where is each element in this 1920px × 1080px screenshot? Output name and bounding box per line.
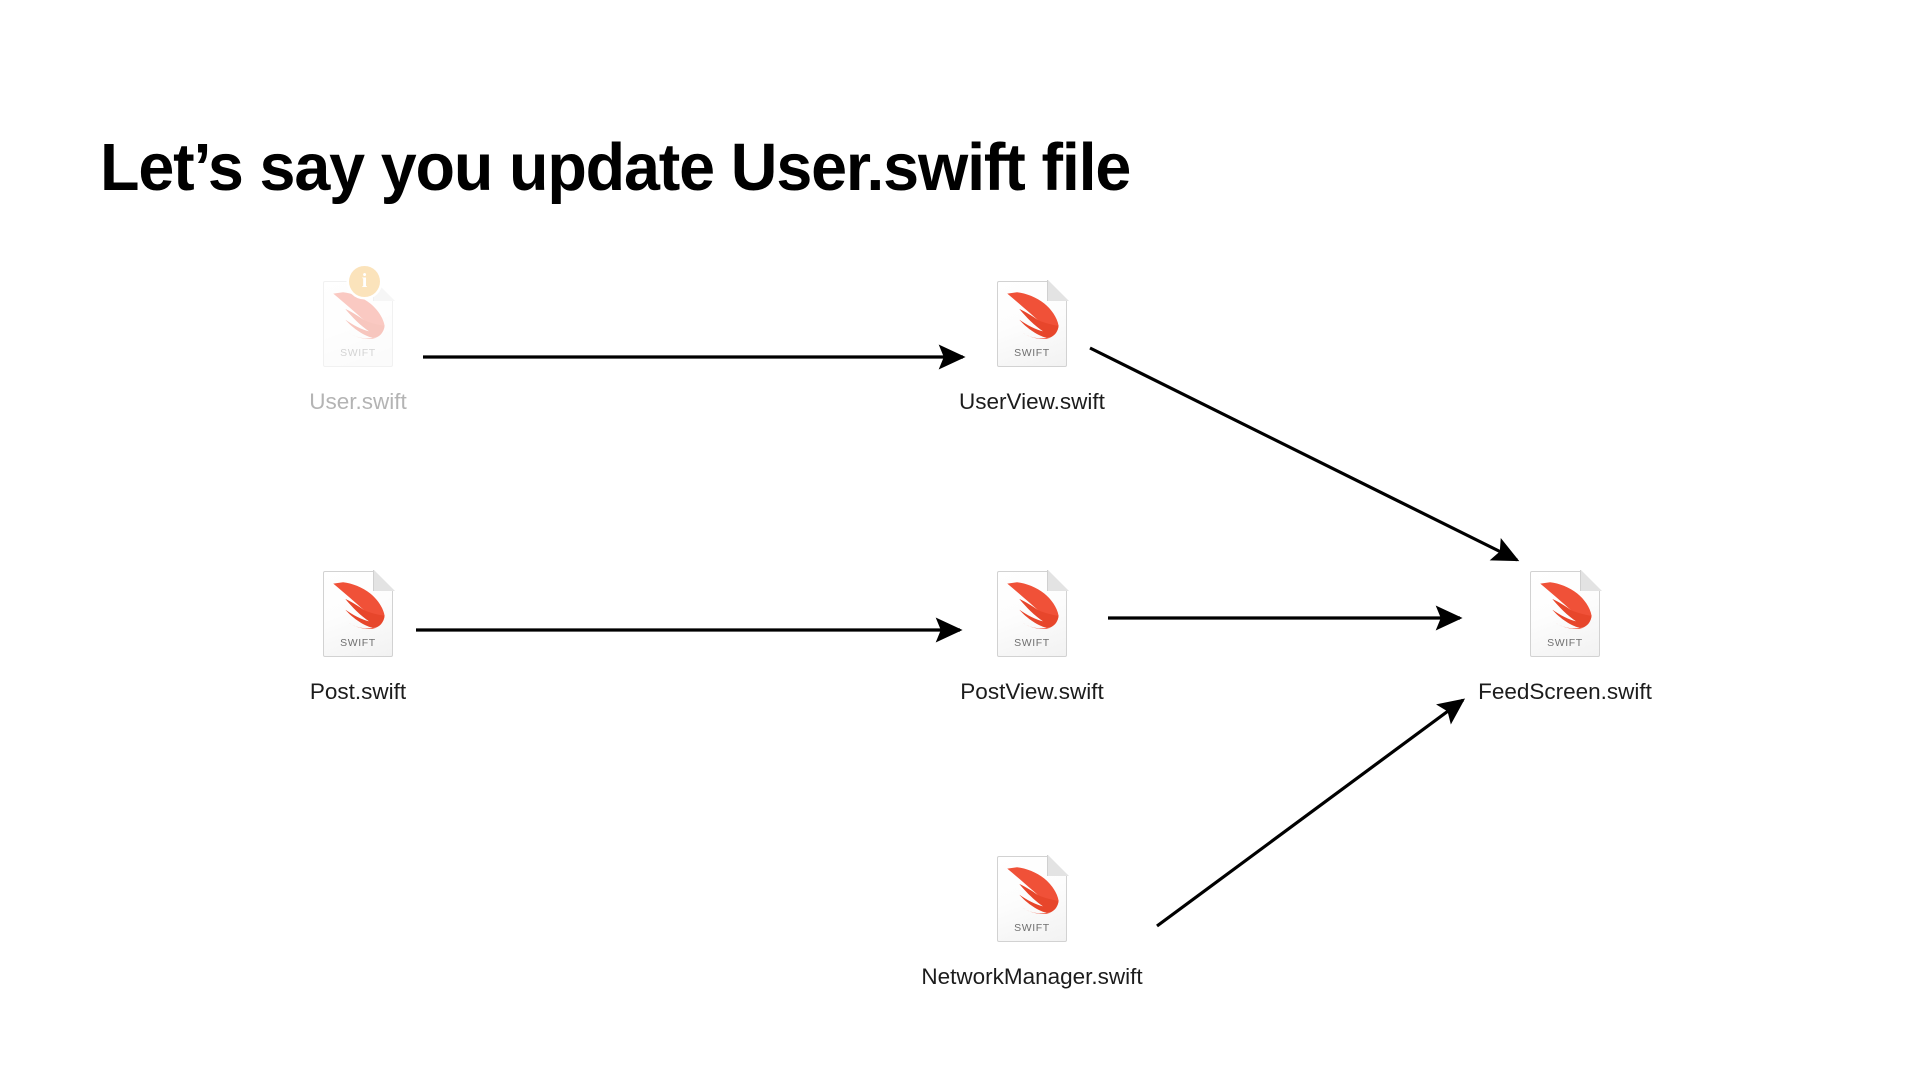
swift-file-type-label: SWIFT	[1014, 637, 1050, 649]
file-node-userview[interactable]: SWIFT UserView.swift	[917, 280, 1147, 415]
swift-bird-icon	[330, 291, 386, 341]
swift-file-type-label: SWIFT	[1014, 922, 1050, 934]
swift-file-icon-postview[interactable]: SWIFT	[997, 570, 1069, 657]
info-badge-icon: i	[349, 266, 380, 297]
arrow-userview-to-feedscreen	[1089, 346, 1520, 562]
swift-file-icon-user[interactable]: SWIFT i	[323, 266, 395, 367]
file-label-post: Post.swift	[309, 679, 407, 704]
swift-file-icon-feedscreen[interactable]: SWIFT	[1530, 570, 1602, 657]
file-label-networkmanager: NetworkManager.swift	[921, 964, 1143, 989]
file-node-networkmanager[interactable]: SWIFT NetworkManager.swift	[917, 855, 1147, 990]
document-fold-corner	[1580, 570, 1602, 591]
document-shape: SWIFT	[997, 571, 1067, 657]
document-fold-corner	[1047, 570, 1069, 591]
file-label-postview: PostView.swift	[960, 679, 1104, 704]
swift-file-icon-post[interactable]: SWIFT	[323, 570, 395, 657]
swift-file-type-label: SWIFT	[340, 347, 376, 359]
swift-bird-icon	[330, 581, 386, 631]
file-node-feedscreen[interactable]: SWIFT FeedScreen.swift	[1450, 570, 1680, 705]
swift-file-icon-networkmanager[interactable]: SWIFT	[997, 855, 1069, 942]
document-fold-corner	[373, 570, 395, 591]
swift-bird-icon	[1004, 866, 1060, 916]
swift-file-icon-userview[interactable]: SWIFT	[997, 280, 1069, 367]
swift-file-type-label: SWIFT	[1014, 347, 1050, 359]
file-node-user[interactable]: SWIFT i User.swift	[243, 266, 473, 415]
file-label-userview: UserView.swift	[959, 389, 1105, 414]
file-label-user: User.swift	[309, 389, 407, 414]
arrow-networkmanager-to-feedscreen	[1156, 698, 1466, 928]
file-node-postview[interactable]: SWIFT PostView.swift	[917, 570, 1147, 705]
page-title: Let’s say you update User.swift file	[100, 129, 1131, 205]
swift-file-type-label: SWIFT	[1547, 637, 1583, 649]
swift-bird-icon	[1004, 291, 1060, 341]
document-corner-cut	[372, 282, 392, 302]
document-fold-corner	[1047, 855, 1069, 876]
document-shape: SWIFT	[323, 281, 393, 367]
file-label-feedscreen: FeedScreen.swift	[1478, 679, 1652, 704]
swift-bird-icon	[1004, 581, 1060, 631]
document-shape: SWIFT	[1530, 571, 1600, 657]
file-node-post[interactable]: SWIFT Post.swift	[243, 570, 473, 705]
swift-file-type-label: SWIFT	[340, 637, 376, 649]
document-fold-corner	[1047, 280, 1069, 301]
document-fold-corner	[373, 280, 395, 301]
swift-bird-icon	[1537, 581, 1593, 631]
